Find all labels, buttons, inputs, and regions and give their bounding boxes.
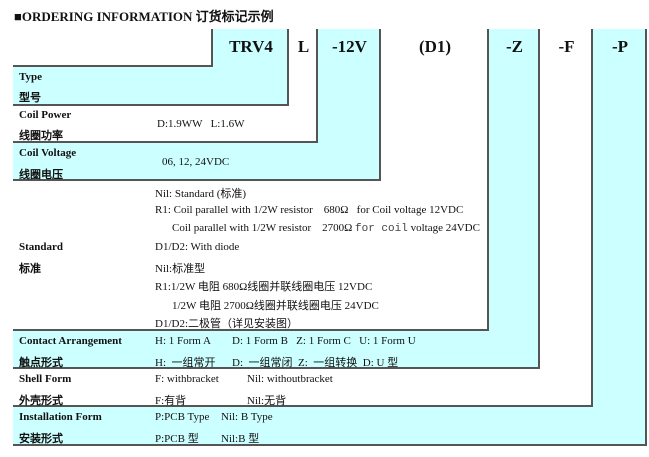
coil-power-value: D:1.9WW L:1.6W (157, 118, 245, 130)
contact-label-cn: 触点形式 (19, 357, 63, 369)
standard-label-cn: 标准 (19, 263, 41, 275)
code-standard: (D1) (418, 37, 452, 56)
code-contact: -Z (506, 37, 523, 56)
shell-label-cn: 外壳形式 (19, 395, 63, 407)
install-value: P:PCB Type (155, 411, 210, 423)
standard-line: Nil:标准型 (155, 263, 206, 275)
row-type (13, 67, 289, 106)
standard-line: D1/D2: With diode (155, 241, 240, 253)
shell-value-cn: F:有背 (155, 395, 187, 407)
shell-value-cn: Nil:无背 (247, 395, 287, 407)
standard-line: D1/D2:二极管（详见安装图） (155, 318, 298, 330)
row-install (13, 407, 647, 446)
row-standard (13, 181, 489, 331)
row-coil-power (13, 106, 318, 143)
standard-line-part: for coil (355, 223, 408, 235)
divider (13, 65, 212, 67)
standard-line-part: voltage 24VDC (410, 222, 480, 234)
code-shell: -F (558, 37, 575, 56)
standard-line: Coil parallel with 1/2W resistor 2700Ω f… (172, 222, 480, 235)
row-contact (13, 331, 540, 369)
row-shell (13, 369, 593, 407)
contact-value: D: 1 Form B Z: 1 Form C U: 1 Form U (232, 335, 416, 347)
coil-power-label: Coil Power (19, 109, 72, 121)
code-type: TRV4 (229, 37, 273, 56)
coil-power-label-cn: 线圈功率 (19, 130, 63, 142)
install-label-cn: 安装形式 (19, 433, 63, 445)
coil-voltage-label: Coil Voltage (19, 147, 77, 159)
type-label-cn: 型号 (19, 92, 41, 104)
standard-line: Nil: Standard (标准) (155, 188, 247, 200)
type-label: Type (19, 71, 43, 83)
install-value: Nil: B Type (221, 411, 273, 423)
contact-value: H: 1 Form A (155, 335, 211, 347)
coil-voltage-label-cn: 线圈电压 (19, 169, 63, 181)
shell-value: Nil: withoutbracket (247, 373, 333, 385)
shell-value: F: withbracket (155, 373, 219, 385)
column-install (593, 29, 647, 446)
code-coil-power: L (297, 37, 310, 56)
code-install: -P (611, 37, 629, 56)
standard-line: R1:1/2W 电阻 680Ω线圈并联线圈电压 12VDC (155, 281, 373, 293)
code-coil-voltage: -12V (332, 37, 367, 56)
column-shell (540, 29, 593, 407)
section-title: ■ORDERING INFORMATION 订货标记示例 (14, 9, 274, 24)
coil-voltage-value: 06, 12, 24VDC (162, 156, 230, 168)
contact-value-cn: H: 一组常开 (155, 357, 216, 369)
standard-line-part: Coil parallel with 1/2W resistor 2700Ω (172, 222, 353, 234)
column-contact (489, 29, 540, 369)
install-value-cn: P:PCB 型 (155, 433, 199, 445)
standard-line: R1: Coil parallel with 1/2W resistor 680… (155, 204, 464, 216)
standard-label: Standard (19, 241, 64, 253)
contact-value-cn: D: 一组常闭 Z: 一组转换 D: U 型 (232, 357, 399, 369)
install-label: Installation Form (19, 411, 102, 423)
shell-label: Shell Form (19, 373, 72, 385)
standard-line: 1/2W 电阻 2700Ω线圈并联线圈电压 24VDC (172, 300, 379, 312)
row-coil-voltage (13, 143, 381, 181)
install-value-cn: Nil:B 型 (221, 433, 260, 445)
contact-label: Contact Arrangement (19, 335, 122, 347)
